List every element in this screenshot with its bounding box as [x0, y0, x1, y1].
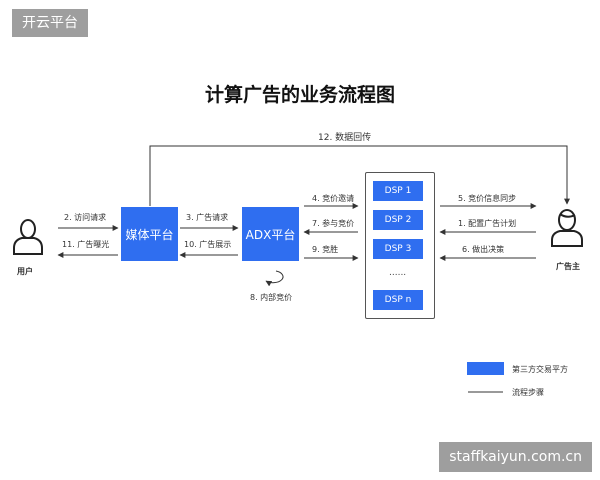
step-10-ad-display: 10. 广告展示	[184, 240, 232, 249]
step-8-internal-bidding: 8. 内部竞价	[250, 293, 293, 302]
dsp-2-label: DSP 2	[384, 215, 412, 225]
step-11-ad-exposure: 11. 广告曝光	[62, 240, 110, 249]
advertiser-label: 广告主	[556, 262, 580, 271]
step-9-win-bid: 9. 竞胜	[312, 245, 339, 254]
user-person-icon	[13, 219, 43, 255]
adx-platform-label: ADX平台	[245, 227, 296, 242]
watermark-top-left: 开云平台	[12, 9, 88, 37]
step-2-visit-request: 2. 访问请求	[64, 213, 107, 222]
dsp-node-n: DSP n	[373, 290, 423, 310]
legend-blue-swatch	[467, 362, 504, 375]
dsp-n-label: DSP n	[384, 295, 412, 305]
media-platform-node: 媒体平台	[121, 207, 178, 261]
step-7-participate-bid: 7. 参与竞价	[312, 219, 355, 228]
dsp-ellipsis: ......	[389, 268, 407, 278]
diagram-title: 计算广告的业务流程图	[204, 84, 395, 106]
media-platform-label: 媒体平台	[125, 227, 174, 242]
step-5-bid-info-sync: 5. 竞价信息同步	[458, 194, 517, 203]
dsp-node-1: DSP 1	[373, 181, 423, 201]
dsp-3-label: DSP 3	[384, 244, 412, 254]
dsp-1-label: DSP 1	[384, 186, 412, 196]
adx-platform-node: ADX平台	[242, 207, 299, 261]
step-1-configure-plan: 1. 配置广告计划	[458, 219, 517, 228]
user-label: 用户	[17, 267, 33, 276]
step-6-make-decision: 6. 做出决策	[462, 245, 505, 254]
arrow-data-return	[149, 145, 570, 206]
legend-flow-step-label: 流程步骤	[512, 388, 544, 397]
dsp-node-2: DSP 2	[373, 210, 423, 230]
step-4-bid-invitation: 4. 竞价邀请	[312, 194, 355, 203]
dsp-node-3: DSP 3	[373, 239, 423, 259]
step-3-ad-request: 3. 广告请求	[186, 213, 229, 222]
advertiser-person-icon	[551, 209, 583, 247]
watermark-bottom-right: staffkaiyun.com.cn	[439, 442, 592, 472]
step-12-data-return: 12. 数据回传	[318, 133, 372, 143]
internal-bid-loop-icon	[265, 270, 284, 287]
legend-third-party-label: 第三方交易平方	[512, 365, 568, 374]
